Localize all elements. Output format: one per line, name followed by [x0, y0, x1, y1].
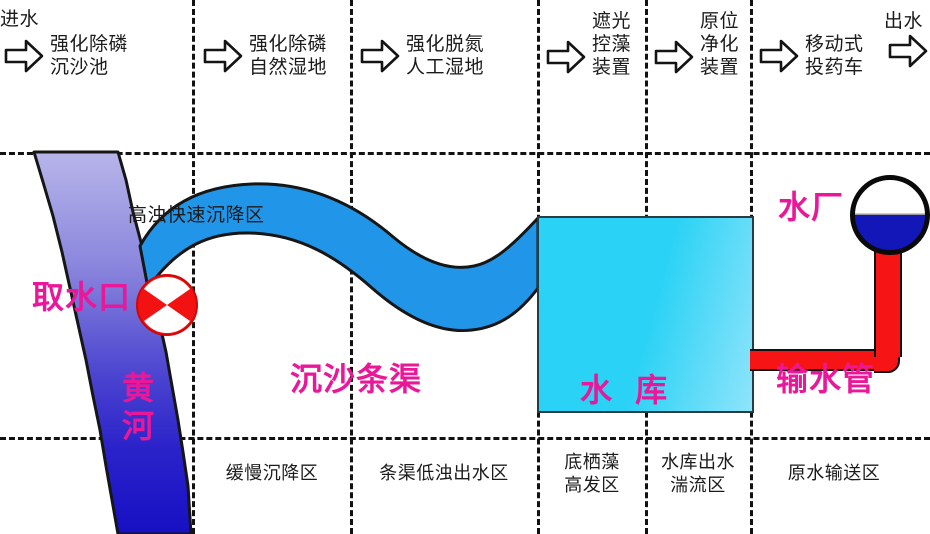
- intake-point-marker[interactable]: [136, 274, 198, 336]
- arrow-right-icon: [546, 40, 586, 74]
- arrow-right-icon: [4, 39, 44, 73]
- process-step-6[interactable]: 移动式 投药车: [759, 33, 864, 79]
- transmission-pipe-label: 输水管: [776, 360, 876, 398]
- grid-hline-upper: [0, 152, 930, 155]
- reservoir-basin: [537, 216, 754, 413]
- yellow-river-label: 黄 河: [122, 369, 156, 445]
- process-step-4-label: 遮光 控藻 装置: [592, 10, 632, 79]
- zone-label-2: 条渠低浊出水区: [379, 463, 509, 484]
- transmission-pipe-horizontal: [750, 349, 880, 371]
- reservoir-label: 水 库: [580, 371, 674, 409]
- rapid-settling-note: 高浊快速沉降区: [128, 204, 265, 226]
- process-step-5[interactable]: 原位 净化 装置: [654, 10, 739, 80]
- process-step-4[interactable]: 遮光 控藻 装置: [546, 10, 631, 80]
- arrow-right-icon: [203, 39, 243, 73]
- hazard-cross-icon: [139, 276, 195, 334]
- inlet-label: 进水: [0, 8, 40, 30]
- transmission-pipe-vertical: [874, 242, 902, 357]
- process-step-6-label: 移动式 投药车: [805, 33, 864, 79]
- intake-label: 取水口: [32, 278, 132, 316]
- zone-label-1: 缓慢沉降区: [225, 463, 319, 484]
- settling-channel-label: 沉沙条渠: [290, 360, 423, 398]
- zone-label-4: 水库出水 湍流区: [661, 452, 735, 496]
- arrow-right-icon: [654, 40, 694, 74]
- process-step-2[interactable]: 强化除磷 自然湿地: [203, 33, 327, 79]
- process-step-3[interactable]: 强化脱氮 人工湿地: [360, 33, 484, 79]
- water-plant-label: 水厂: [778, 188, 845, 226]
- arrow-right-icon: [888, 34, 928, 68]
- arrow-right-icon: [759, 39, 799, 73]
- water-plant-icon: [850, 175, 930, 255]
- grid-vline-1: [192, 0, 195, 534]
- process-step-5-label: 原位 净化 装置: [700, 10, 740, 79]
- grid-hline-lower: [0, 437, 930, 440]
- process-step-1[interactable]: 强化除磷 沉沙池: [4, 33, 128, 79]
- arrow-right-icon: [360, 39, 400, 73]
- process-outlet-arrow-group: [888, 33, 928, 69]
- process-step-1-label: 强化除磷 沉沙池: [50, 33, 129, 79]
- process-step-2-label: 强化除磷 自然湿地: [249, 33, 328, 79]
- outlet-label: 出水: [884, 10, 924, 32]
- zone-label-5: 原水输送区: [787, 463, 881, 484]
- process-step-3-label: 强化脱氮 人工湿地: [406, 33, 485, 79]
- zone-label-3: 底栖藻 高发区: [564, 452, 620, 496]
